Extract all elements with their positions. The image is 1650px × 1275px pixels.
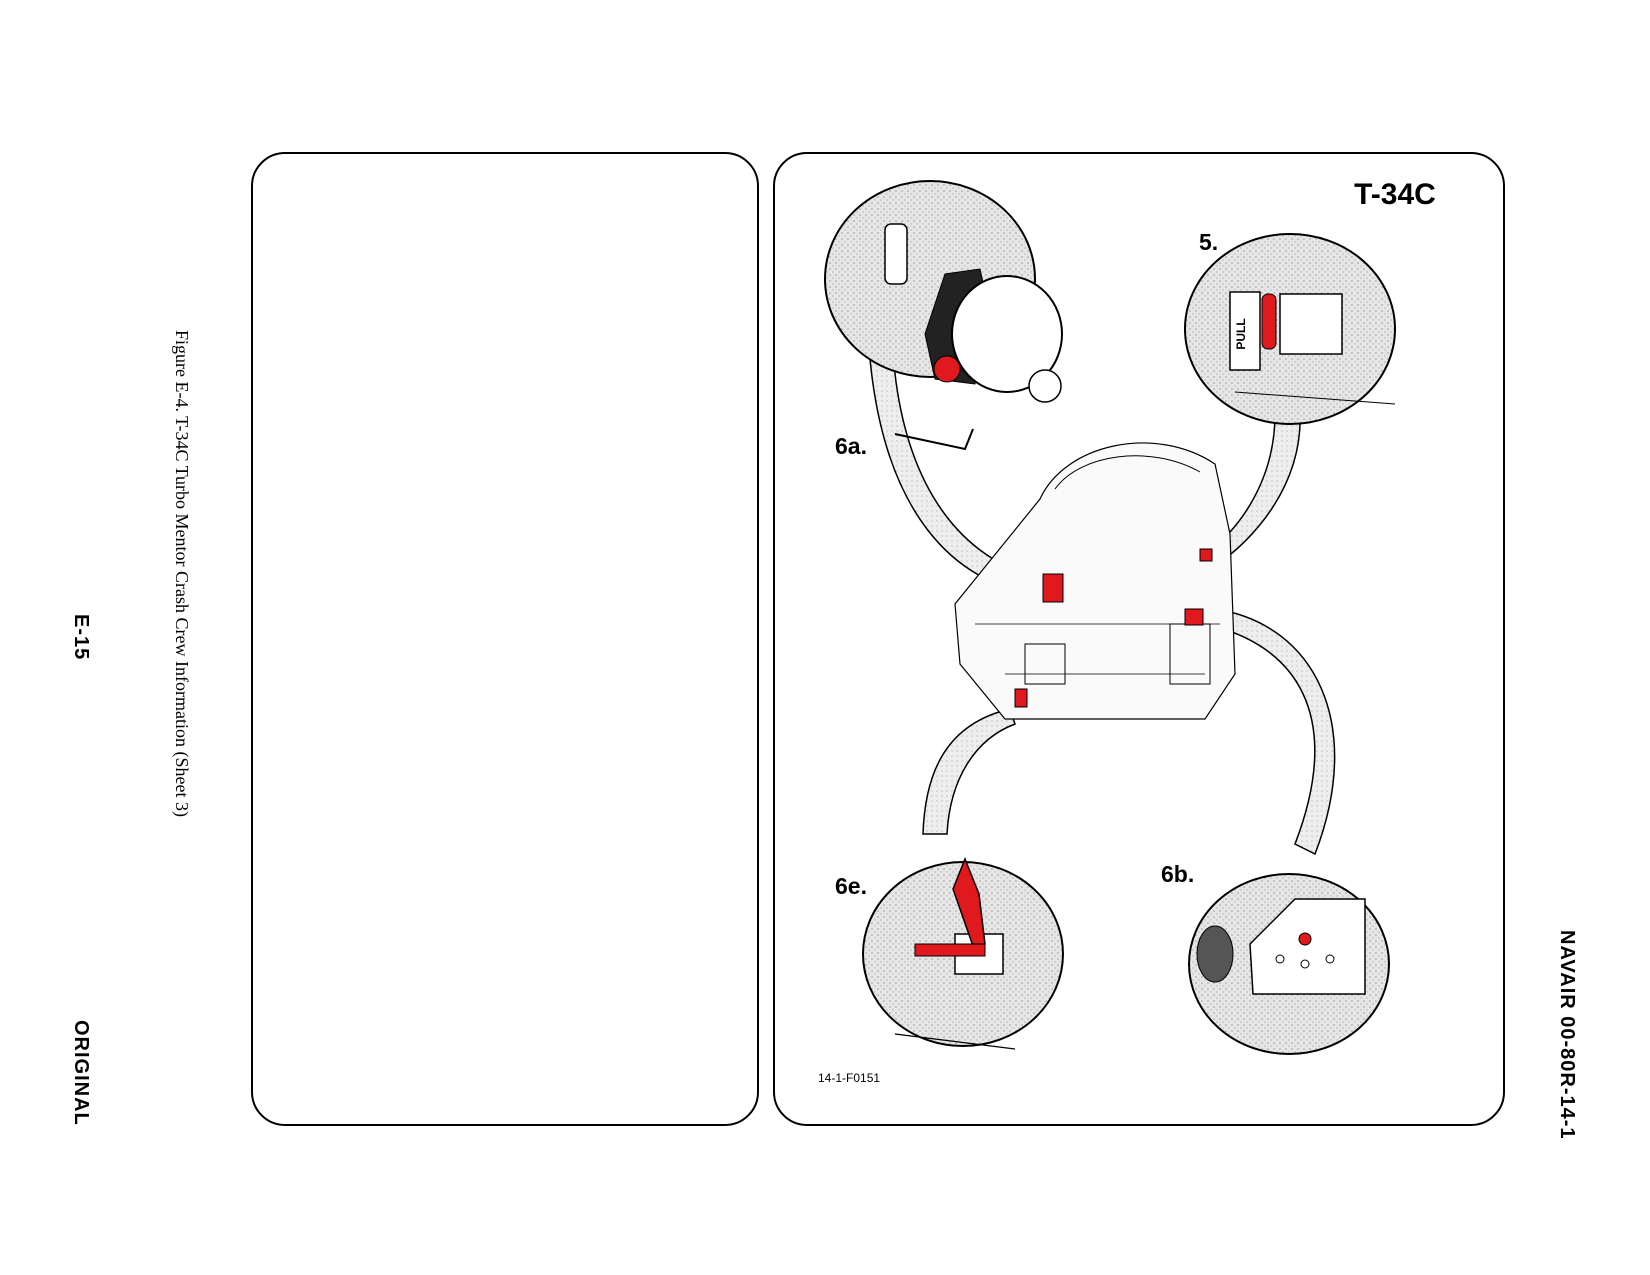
leader-band-6b [1203, 608, 1336, 856]
leader-band-6e [922, 708, 1016, 835]
detail-5-pull-handle: PULL [1184, 233, 1396, 425]
callout-6e: 6e. [835, 873, 867, 899]
detail-6a-control-quadrant [824, 180, 1063, 451]
detail-6b-panel [1188, 873, 1390, 1055]
callout-5: 5. [1199, 229, 1218, 255]
pull-placard: PULL [1234, 318, 1248, 349]
page-number: E-15 [70, 614, 92, 661]
document-number: NAVAIR 00-80R-14-1 [1556, 930, 1578, 1140]
callout-6a: 6a. [835, 433, 867, 459]
illustration-panel: T-34C 5. 6a. 6b. 6e. 14-1-F0151 PULL [773, 152, 1505, 1126]
cockpit-overview [954, 442, 1236, 720]
detail-6e-handle [862, 856, 1064, 1050]
callout-6b: 6b. [1161, 861, 1194, 887]
blank-panel [251, 152, 759, 1126]
figure-caption: Figure E-4. T-34C Turbo Mentor Crash Cre… [172, 330, 192, 817]
aircraft-title: T-34C [1354, 178, 1436, 211]
figure-id: 14-1-F0151 [818, 1071, 880, 1085]
revision-mark: ORIGINAL [70, 1020, 92, 1126]
cockpit-illustration: T-34C 5. 6a. 6b. 6e. 14-1-F0151 PULL [818, 178, 1436, 1085]
